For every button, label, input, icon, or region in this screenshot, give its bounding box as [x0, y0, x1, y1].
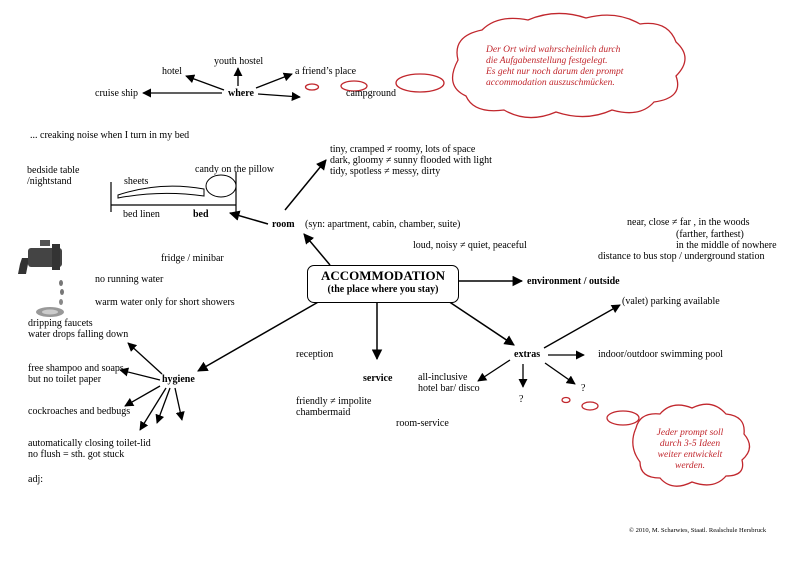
bedside-table-1: bedside table — [27, 165, 80, 176]
arrow-hygiene-shampoo — [119, 367, 161, 381]
hygiene-shampoo-1: free shampoo and soaps — [28, 363, 124, 374]
bed-candy: candy on the pillow — [195, 164, 275, 175]
environment-label: environment / outside — [527, 276, 620, 287]
room-label: room — [272, 219, 295, 230]
arrow-room-bed — [228, 210, 269, 225]
arrow-center-room — [303, 233, 331, 266]
faucet-icon — [18, 240, 62, 274]
arrow-room-adjectives — [284, 159, 327, 211]
arrow-hygiene-toilet2 — [155, 387, 171, 424]
env-near: near, close ≠ far , in the woods — [627, 217, 750, 228]
bed-sheets: sheets — [124, 176, 149, 187]
no-running-water: no running water — [95, 274, 164, 285]
arrow-where-hotel — [185, 74, 225, 91]
room-adjective-1: tiny, cramped ≠ roomy, lots of space — [330, 144, 476, 155]
bed-drawing — [110, 172, 237, 214]
cloud-bottom-line-3: weiter entwickelt — [657, 450, 723, 460]
where-hotel: hotel — [162, 66, 182, 77]
hygiene-dripping: dripping faucets — [28, 318, 93, 329]
extras-label: extras — [514, 349, 541, 360]
bedside-table-2: /nightstand — [27, 176, 72, 187]
arrow-extras-parking — [543, 304, 621, 349]
extras-hotel-bar: hotel bar/ disco — [418, 383, 480, 394]
cloud-top-line-1: Der Ort wird wahrscheinlich durch — [486, 45, 621, 55]
adj-label: adj: — [28, 474, 43, 485]
arrow-where-friends-place — [255, 72, 293, 89]
thought-cloud-bottom — [561, 396, 751, 487]
service-label: service — [363, 373, 393, 384]
center-subtitle: (the place where you stay) — [327, 284, 439, 295]
center-title: ACCOMMODATION — [321, 268, 445, 283]
room-adjective-3: tidy, spotless ≠ messy, dirty — [330, 166, 441, 177]
extras-all-inclusive: all-inclusive — [418, 372, 468, 383]
water-drops-icon — [36, 280, 64, 317]
where-campground: campground — [346, 88, 396, 99]
hygiene-label: hygiene — [162, 374, 195, 385]
room-synonyms: (syn: apartment, cabin, chamber, suite) — [305, 219, 461, 230]
cloud-top-line-4: accommodation auszuschmücken. — [486, 78, 615, 88]
cloud-top-line-3: Es geht nur noch darum den prompt — [486, 67, 624, 77]
arrow-hygiene-cockroaches — [124, 385, 161, 407]
cloud-bottom-line-4: werden. — [675, 461, 705, 471]
creaking-note: ... creaking noise when I turn in my bed — [30, 130, 190, 141]
cloud-top-line-2: die Aufgabenstellung festgelegt. — [486, 56, 608, 66]
arrow-center-hygiene — [197, 300, 321, 372]
env-middle: in the middle of nowhere — [676, 240, 777, 251]
extras-q2: ? — [581, 383, 586, 394]
room-adjective-2: dark, gloomy ≠ sunny flooded with light — [330, 155, 492, 166]
center-node: ACCOMMODATION (the place where you stay) — [307, 265, 459, 303]
hygiene-toilet-1: automatically closing toilet-lid — [28, 438, 151, 449]
env-loud: loud, noisy ≠ quiet, peaceful — [413, 240, 527, 251]
cloud-bottom-line-1: Jeder prompt soll — [656, 428, 724, 438]
env-distance: distance to bus stop / underground stati… — [598, 251, 765, 262]
where-label: where — [228, 88, 254, 99]
arrow-hygiene-extra — [174, 387, 185, 421]
bed-label: bed — [193, 209, 209, 220]
service-reception: reception — [296, 349, 334, 360]
hygiene-toilet-2: no flush = sth. got stuck — [28, 449, 125, 460]
hygiene-water-drops: water drops falling down — [28, 329, 129, 340]
bed-linen: bed linen — [123, 209, 160, 220]
extras-q1: ? — [519, 394, 524, 405]
fridge: fridge / minibar — [161, 253, 224, 264]
service-room-service: room-service — [396, 418, 449, 429]
arrow-hygiene-dripping — [127, 342, 163, 375]
arrow-hygiene-toilet1 — [139, 387, 167, 431]
service-friendly: friendly ≠ impolite — [296, 396, 372, 407]
copyright-note: © 2010, M. Scharwies, Staatl. Realschule… — [629, 527, 767, 534]
where-youth-hostel: youth hostel — [214, 56, 264, 67]
extras-pool: indoor/outdoor swimming pool — [598, 349, 723, 360]
hygiene-cockroaches: cockroaches and bedbugs — [28, 406, 131, 417]
thought-cloud-top — [304, 12, 686, 119]
cloud-bottom-line-2: durch 3-5 Ideen — [659, 439, 721, 449]
where-cruise-ship: cruise ship — [95, 88, 139, 99]
arrow-extras-hotelbar — [477, 359, 511, 382]
hygiene-shampoo-2: but no toilet paper — [28, 374, 102, 385]
arrow-where-campground — [257, 91, 301, 101]
arrow-extras-q2 — [544, 362, 576, 385]
env-parking: (valet) parking available — [622, 296, 720, 307]
arrow-center-extras — [447, 300, 515, 346]
env-farther: (farther, farthest) — [676, 229, 744, 240]
where-friends-place: a friend’s place — [295, 66, 357, 77]
warm-water: warm water only for short showers — [95, 297, 235, 308]
service-chambermaid: chambermaid — [296, 407, 351, 418]
